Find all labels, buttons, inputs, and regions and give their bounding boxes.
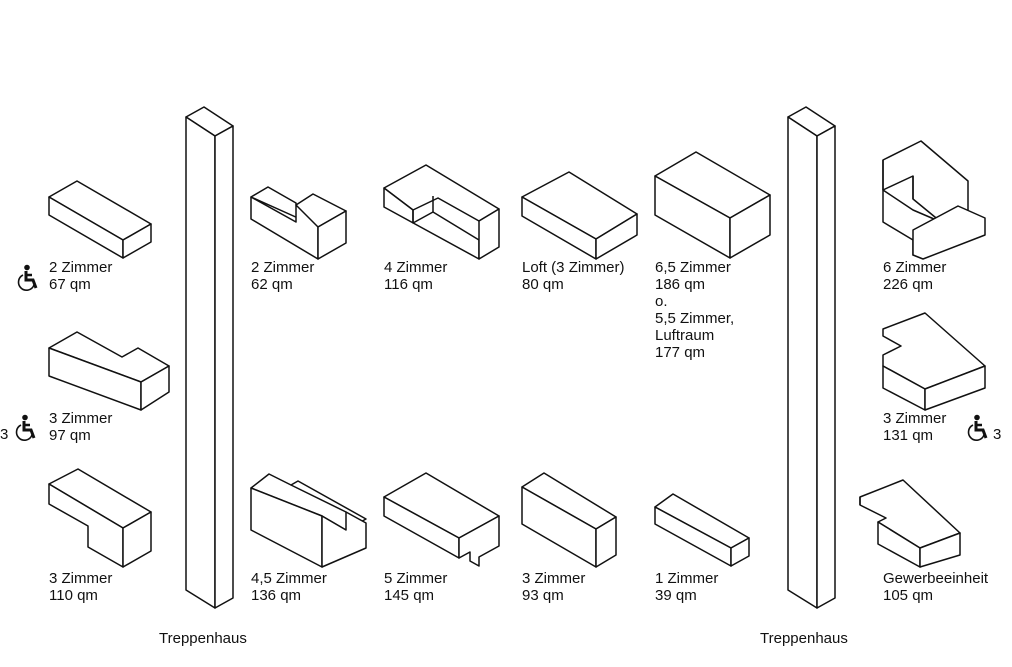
wheelchair-icon [16, 264, 42, 292]
unit-block-4z-116 [383, 164, 500, 260]
unit-block-6z-226 [882, 140, 986, 260]
unit-block-2z-62 [250, 186, 347, 260]
unit-block-1z-39 [654, 493, 750, 567]
accessible-count: 3 [993, 426, 1002, 443]
unit-block-5z-145 [383, 472, 500, 567]
accessible-count: 3 [0, 426, 9, 443]
unit-block-3z-110 [48, 468, 152, 568]
unit-block-3z-93 [521, 472, 617, 568]
unit-block-2z-67 [48, 180, 152, 259]
unit-block-65z-186 [654, 151, 771, 259]
wheelchair-icon [14, 414, 40, 442]
staircase-label: Treppenhaus [760, 630, 848, 647]
unit-block-3z-97 [48, 331, 170, 411]
unit-block-loft-80 [521, 171, 638, 260]
unit-block-3z-131 [882, 312, 986, 411]
staircase-label: Treppenhaus [159, 630, 247, 647]
unit-block-gewerbe-105 [859, 479, 961, 568]
unit-label: Loft (3 Zimmer)80 qm [522, 259, 625, 293]
wheelchair-icon [966, 414, 992, 442]
staircase-column-left [185, 106, 234, 609]
unit-block-45z-136 [250, 473, 367, 568]
staircase-column-right [787, 106, 836, 609]
